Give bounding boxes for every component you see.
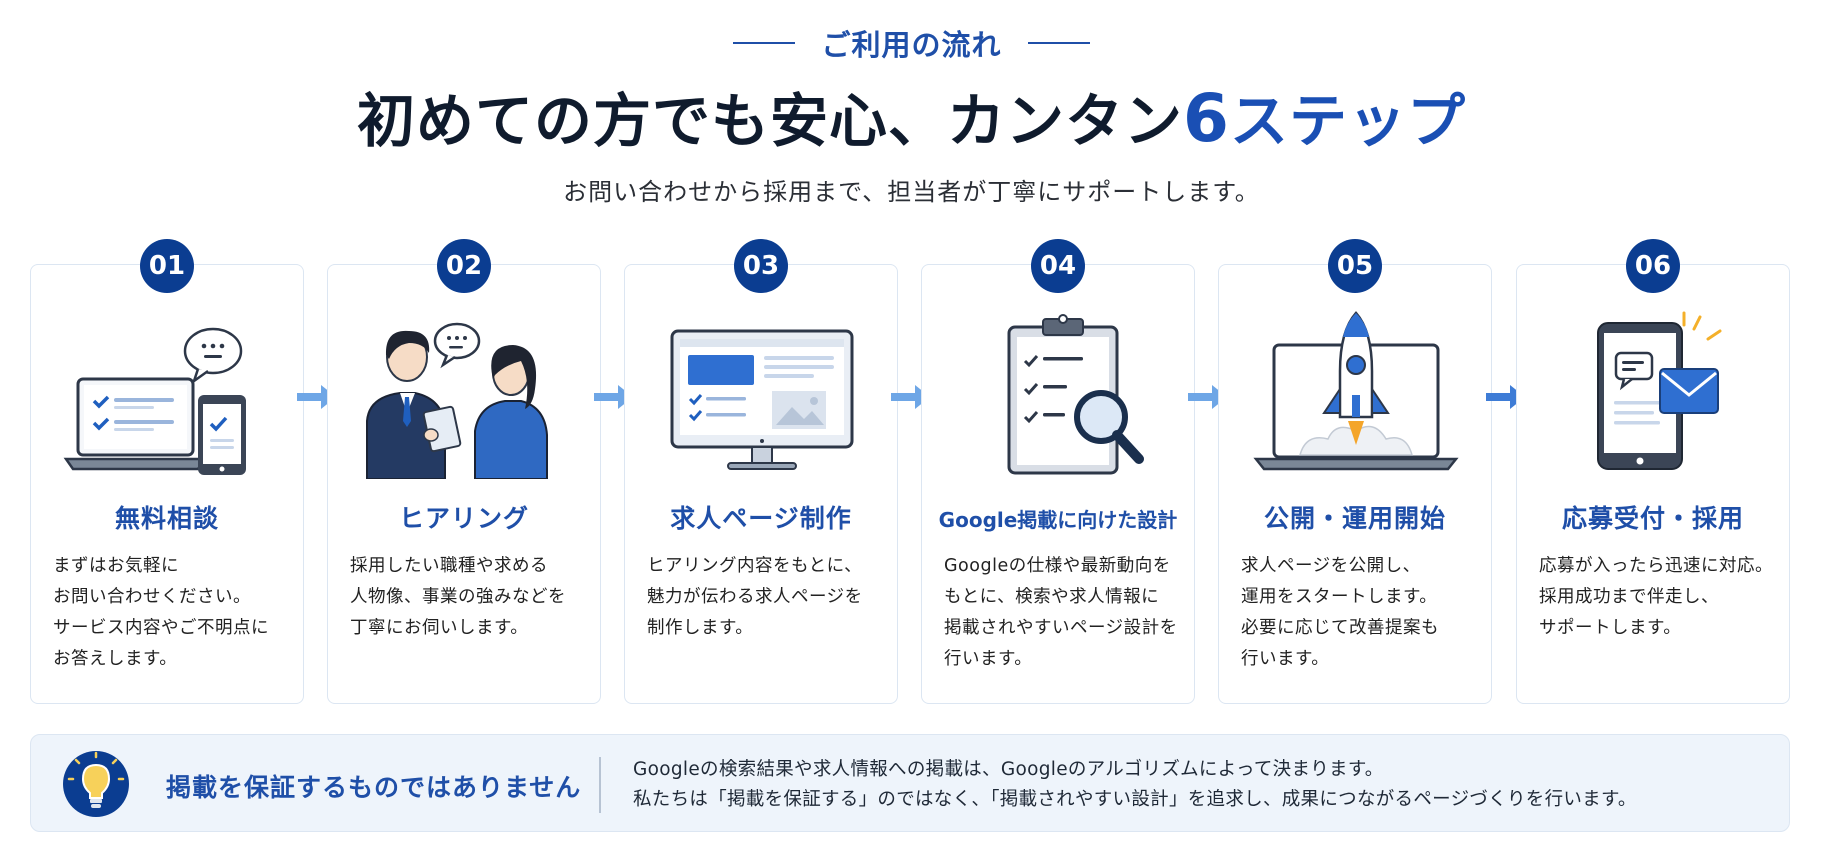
step-description: 応募が入ったら迅速に対応。 採用成功まで伴走し、 サポートします。 <box>1539 556 1773 638</box>
laptop-phone-chat-icon <box>63 327 246 475</box>
step-number-badge: 01 <box>140 239 194 293</box>
step-card-4: 04 Google掲載に向けた設計 Googleの仕様や最新動向を もとに、検索… <box>921 239 1195 704</box>
phone-mail-icon <box>1597 311 1722 470</box>
step-card-1: 01 無料相談 まずはお気軽に お問い合わせください。 サービス内容やご不明点に… <box>30 239 304 704</box>
step-description: Googleの仕様や最新動向を もとに、検索や求人情報に 掲載されやすいページ設… <box>944 556 1178 669</box>
headline-prefix: 初めての方でも安心、カンタン <box>357 87 1184 155</box>
step-description: まずはお気軽に お問い合わせください。 サービス内容やご不明点に お答えします。 <box>53 556 269 669</box>
arrow-right-icon <box>297 385 336 409</box>
step-number-badge: 04 <box>1031 239 1085 293</box>
monitor-webpage-icon <box>670 329 854 470</box>
disclaimer-notice: 掲載を保証するものではありません Googleの検索結果や求人情報への掲載は、G… <box>30 734 1790 832</box>
steps-row: 01 無料相談 まずはお気軽に お問い合わせください。 サービス内容やご不明点に… <box>30 238 1790 705</box>
step-title: 求人ページ制作 <box>670 504 852 533</box>
notice-divider <box>599 757 601 813</box>
step-title: 応募受付・採用 <box>1561 504 1744 533</box>
step-card-6: 06 応募受付・採用 応募が入ったら迅速に対応。 採用成功まで伴走し、 サポート… <box>1516 239 1790 704</box>
notice-text: Googleの検索結果や求人情報への掲載は、Googleのアルゴリズムによって決… <box>633 759 1637 810</box>
step-description: 求人ページを公開し、 運用をスタートします。 必要に応じて改善提案も 行います。 <box>1241 556 1439 669</box>
step-number-badge: 05 <box>1328 239 1382 293</box>
clipboard-magnifier-icon <box>1007 314 1144 475</box>
headline-number: 6 <box>1183 80 1230 157</box>
arrow-right-icon <box>1188 385 1227 409</box>
step-title: 無料相談 <box>114 504 219 533</box>
page-headline: 初めての方でも安心、カンタン6ステップ <box>0 74 1823 158</box>
arrow-right-icon <box>594 385 633 409</box>
notice-title: 掲載を保証するものではありません <box>166 773 582 802</box>
step-card-3: 03 求人ページ制作 ヒアリング内容をもとに、 魅力が伝わる求人ページを 制作し… <box>624 239 898 704</box>
step-number-badge: 06 <box>1626 239 1680 293</box>
step-description: 採用したい職種や求める 人物像、事業の強みなどを 丁寧にお伺いします。 <box>350 556 566 638</box>
step-number-badge: 03 <box>734 239 788 293</box>
arrow-right-icon <box>1486 385 1525 409</box>
eyebrow-left-line <box>733 42 796 44</box>
step-number-badge: 02 <box>437 239 491 293</box>
rocket-laptop-icon <box>1253 311 1459 471</box>
arrow-right-icon <box>891 385 930 409</box>
step-description: ヒアリング内容をもとに、 魅力が伝わる求人ページを 制作します。 <box>647 556 863 638</box>
eyebrow-right-line <box>1027 42 1090 44</box>
step-title: 公開・運用開始 <box>1263 504 1446 533</box>
eyebrow-text: ご利用の流れ <box>821 28 1002 62</box>
step-title: Google掲載に向けた設計 <box>938 508 1178 532</box>
step-title: ヒアリング <box>398 504 529 533</box>
step-card-5: 05 公開・運用開始 求人ページを公開し、 運用をスタートします。 必要に応じて… <box>1218 239 1492 704</box>
lightbulb-icon <box>63 751 129 817</box>
section-eyebrow: ご利用の流れ <box>0 22 1823 64</box>
step-card-2: 02 ヒアリング 採用したい職種や求める 人物像、事業の強みなどを 丁寧にお伺い… <box>327 239 601 704</box>
headline-suffix: ステップ <box>1229 87 1466 155</box>
consultation-people-icon <box>366 322 548 479</box>
page-subtitle: お問い合わせから採用まで、担当者が丁寧にサポートします。 <box>563 178 1260 206</box>
